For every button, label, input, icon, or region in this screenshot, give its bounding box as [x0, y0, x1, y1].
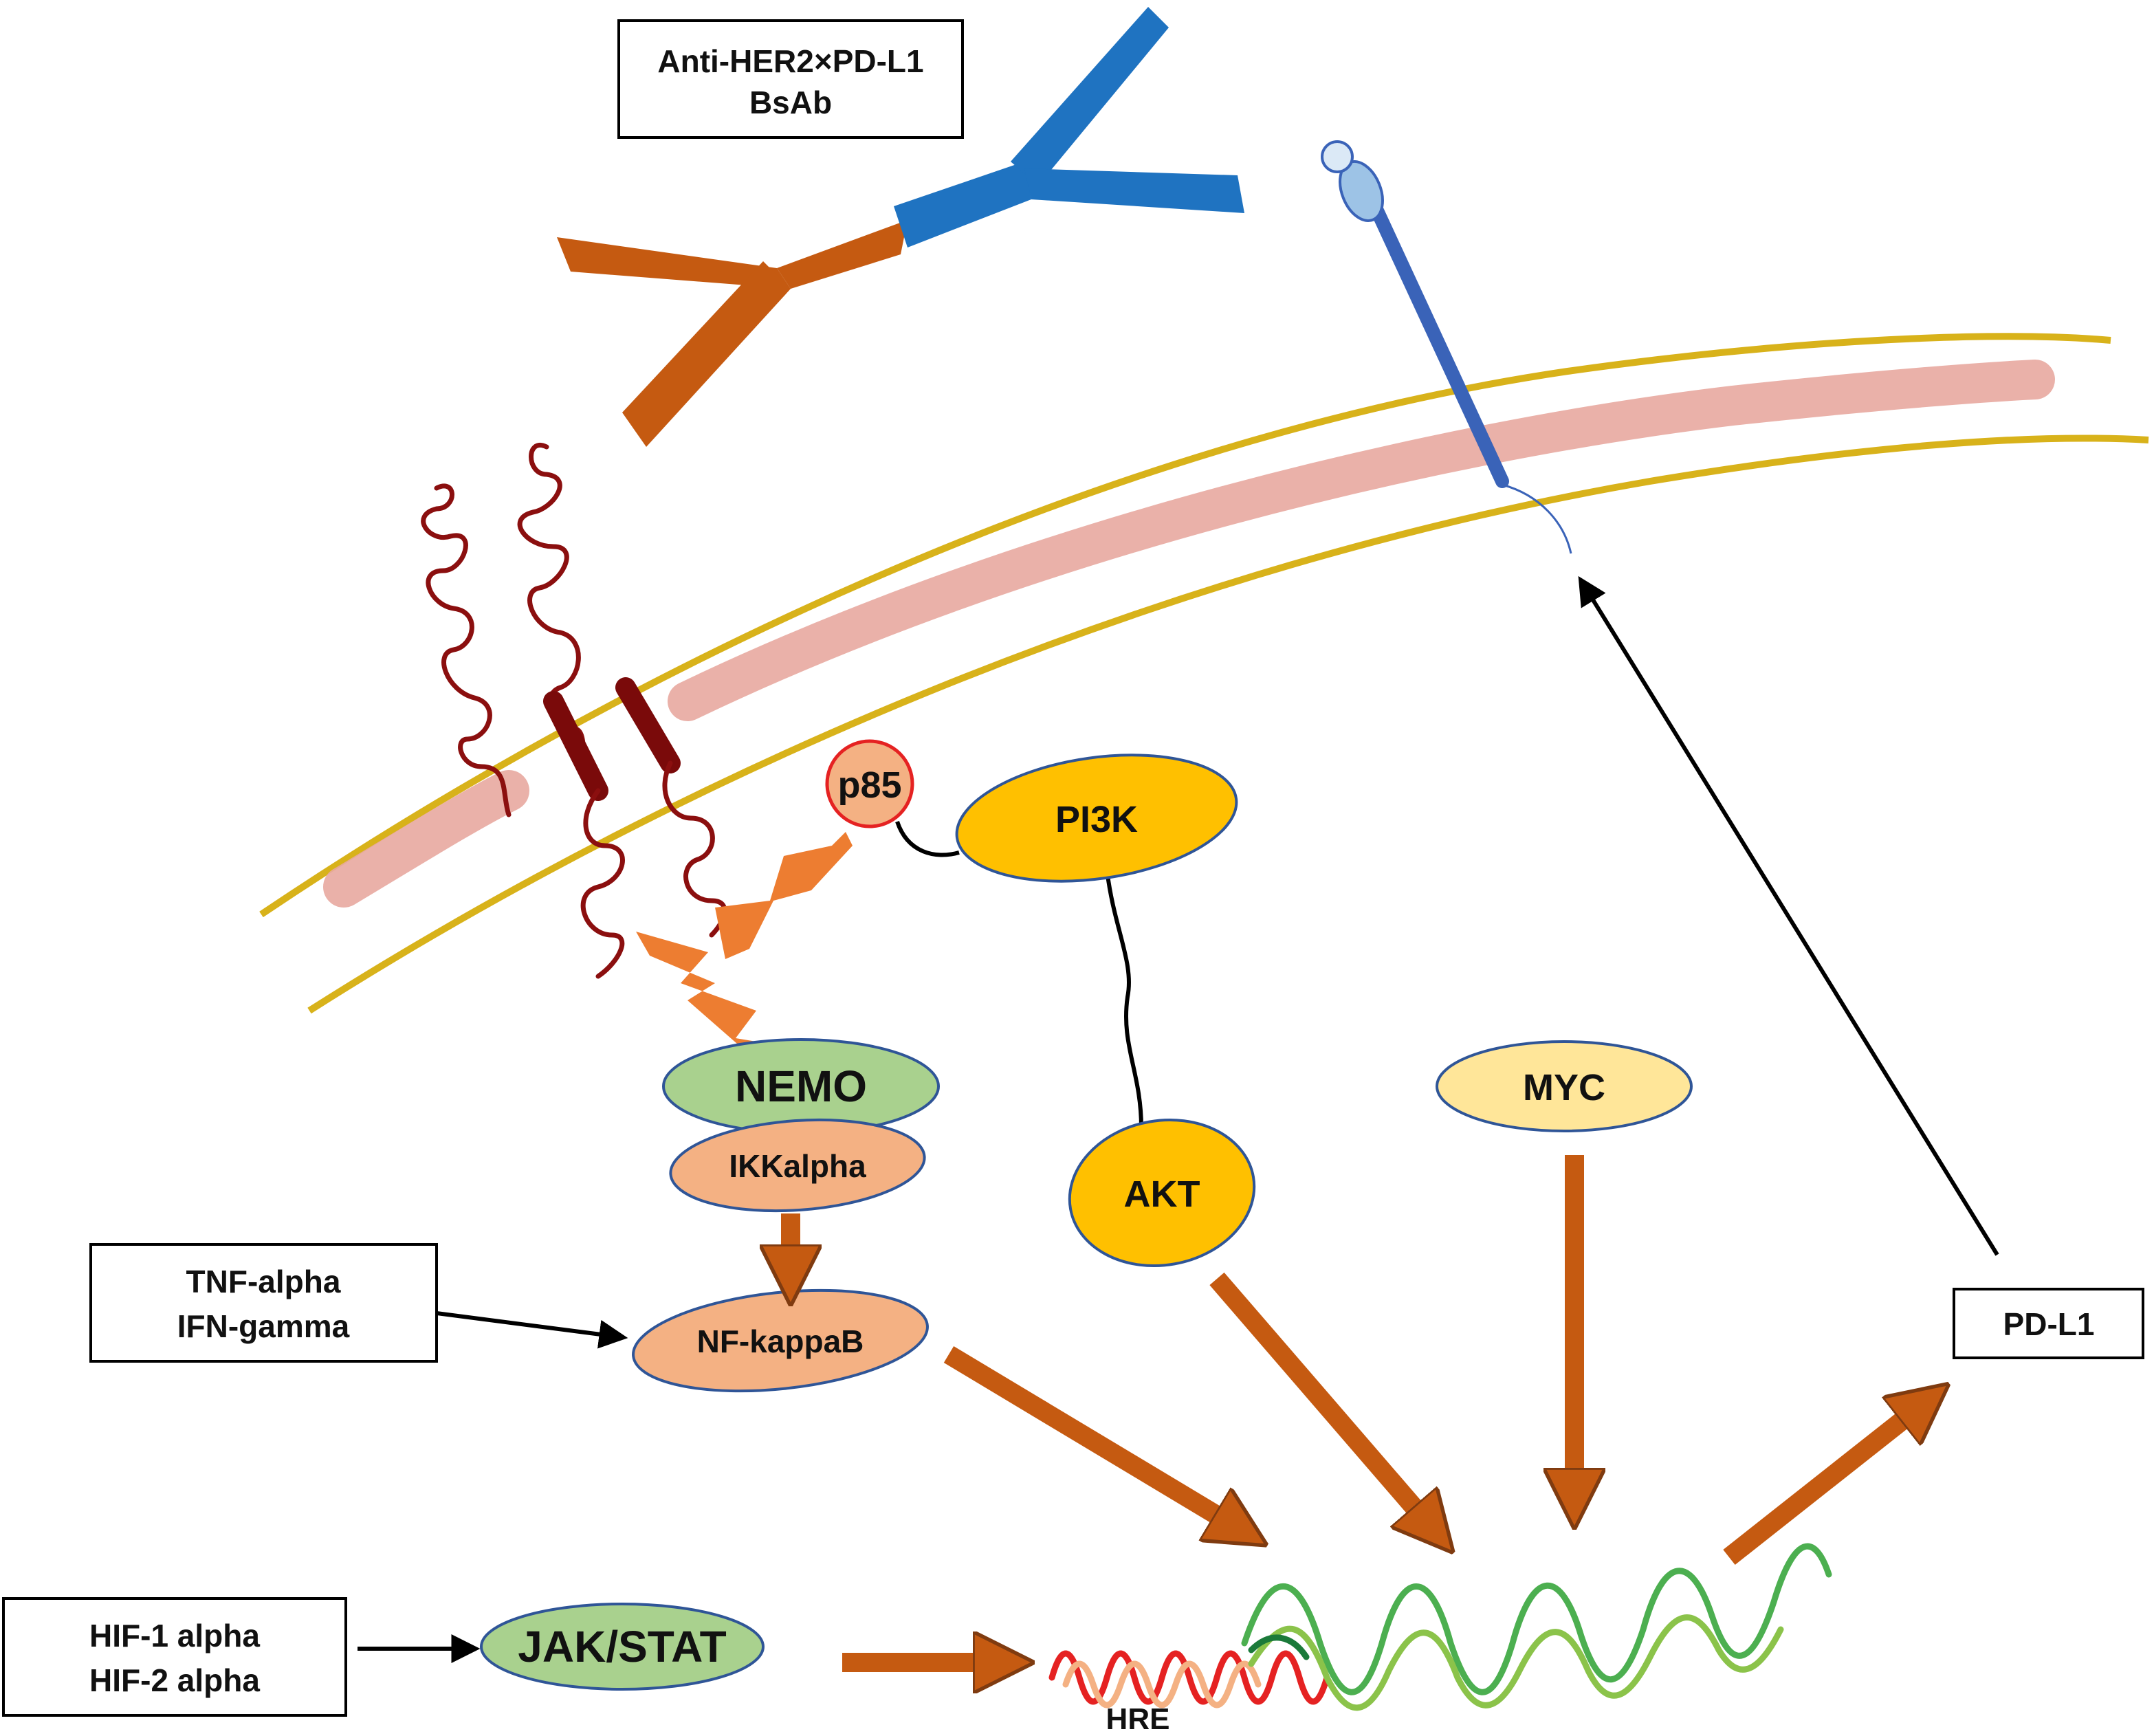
- gene-region: [1241, 1543, 1832, 1695]
- p85-label: p85: [837, 765, 901, 806]
- lightning-to-p85: [715, 832, 853, 959]
- antibody-box-line1: Anti-HER2×PD-L1: [657, 43, 923, 79]
- nfkappab-node: NF-kappaB: [632, 1288, 929, 1393]
- antibody-box-line2: BsAb: [749, 85, 832, 120]
- pi3k-node: PI3K: [955, 754, 1238, 883]
- dna-strand: [1048, 1543, 1832, 1711]
- akt-node: AKT: [1068, 1118, 1256, 1268]
- myc-node: MYC: [1436, 1040, 1693, 1132]
- her2-receptor: [421, 443, 727, 979]
- ikkalpha-node: IKKalpha: [669, 1118, 926, 1213]
- pdl1-box: PD-L1: [1953, 1288, 2144, 1359]
- tnf-box-line1: TNF-alpha: [186, 1264, 341, 1299]
- jakstat-node: JAK/STAT: [480, 1603, 765, 1691]
- p85-node: p85: [825, 739, 914, 828]
- nemo-label: NEMO: [735, 1062, 867, 1111]
- tnf-box-line2: IFN-gamma: [177, 1308, 350, 1344]
- pdl1-box-label: PD-L1: [2003, 1306, 2095, 1342]
- hif-box: HIF-1 alpha HIF-2 alpha: [2, 1597, 347, 1717]
- nemo-node: NEMO: [662, 1038, 940, 1134]
- tnf-ifn-box: TNF-alpha IFN-gamma: [89, 1243, 438, 1363]
- jakstat-label: JAK/STAT: [518, 1622, 726, 1671]
- hif-box-line1: HIF-1 alpha: [89, 1618, 260, 1653]
- membrane-inner-line: [307, 435, 2149, 1014]
- lightning-to-nemo: [636, 932, 756, 1048]
- myc-label: MYC: [1523, 1067, 1605, 1108]
- akt-label: AKT: [1124, 1174, 1200, 1215]
- pi3k-label: PI3K: [1055, 799, 1138, 840]
- activation-lightning: [636, 832, 853, 1048]
- tnf-to-nfkb-arrow: [436, 1311, 628, 1349]
- p85-pi3k-link: [895, 821, 960, 857]
- antibody-box: Anti-HER2×PD-L1 BsAb: [617, 19, 964, 139]
- hif-box-line2: HIF-2 alpha: [89, 1662, 260, 1698]
- pdl1-to-membrane-arrow: [1578, 575, 1999, 1256]
- bispecific-antibody: [557, 7, 1244, 447]
- membrane-pink-band-small: [323, 770, 529, 908]
- nfkb-to-dna-arrow: [943, 1345, 1241, 1530]
- cell-membrane: [259, 333, 2149, 1014]
- dna-to-pdl1-arrow: [1723, 1403, 1925, 1565]
- hre-label: HRE: [1106, 1702, 1170, 1736]
- pdl1-receptor: [1321, 140, 1572, 554]
- ikkalpha-label: IKKalpha: [729, 1148, 866, 1184]
- pi3k-akt-link: [1105, 869, 1143, 1128]
- akt-to-dna-arrow: [1209, 1272, 1433, 1530]
- membrane-pink-band: [668, 360, 2055, 721]
- nfkappab-label: NF-kappaB: [697, 1323, 864, 1359]
